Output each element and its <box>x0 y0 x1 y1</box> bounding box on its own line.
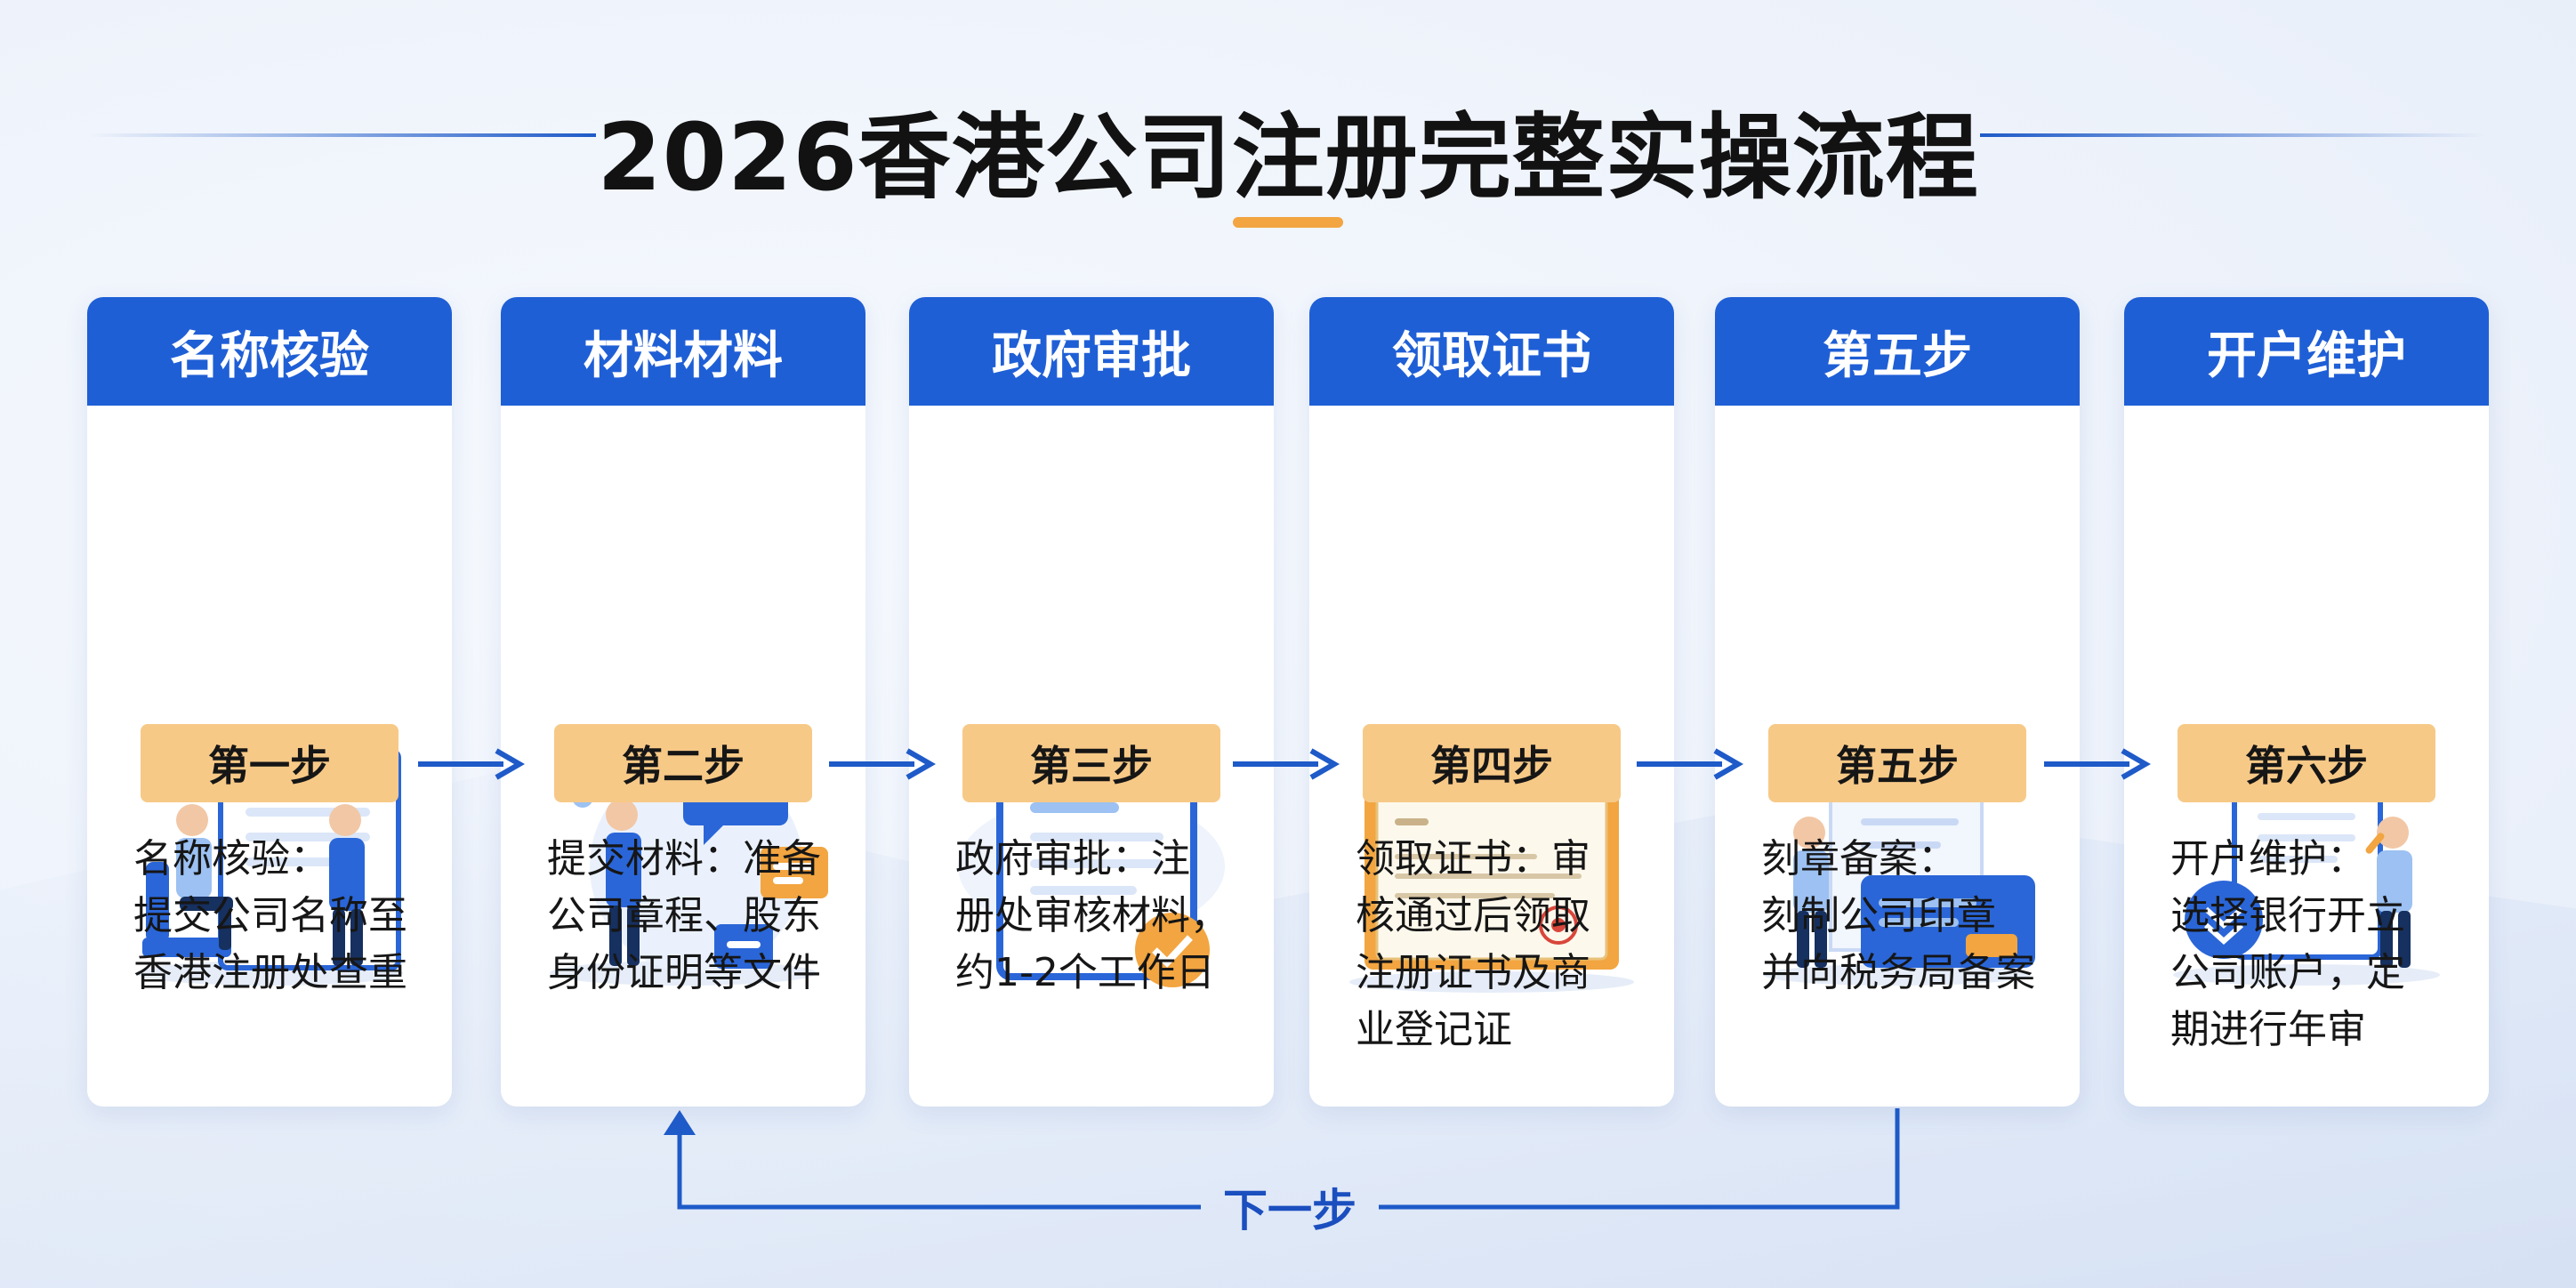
page-title: 2026香港公司注册完整实操流程 <box>597 103 1979 212</box>
step-card-3: 政府审批 第三步 政府审批：注 册处审核材料， 约1-2个工作日 <box>909 297 1274 1107</box>
step-card-2: 材料材料 第二步 提交材料：准备 公司章程、股东 身份证明等文件 <box>501 297 865 1107</box>
step-description: 名称核验： 提交公司名称至 香港注册处查重 <box>133 836 407 995</box>
loop-label: 下一步 <box>1223 1185 1356 1236</box>
step-description: 政府审批：注 册处审核材料， 约1-2个工作日 <box>955 836 1229 995</box>
step-badge: 第六步 <box>2178 724 2435 802</box>
step-badge: 第二步 <box>554 724 812 802</box>
step-card-1: 名称核验 第一步 名称核验： 提交公司名称至 香港注册处查重 <box>87 297 452 1107</box>
step-card-5: 第五步 第五步 刻章备案： 刻制公司印章 并向税务局备案 <box>1715 297 2080 1107</box>
certificate-illustration <box>1309 422 1674 1009</box>
card-header: 政府审批 <box>909 297 1274 406</box>
title-underline <box>1233 217 1343 228</box>
arrow-right-icon <box>829 748 936 780</box>
title-rule-left <box>89 133 596 137</box>
clipboard-check-illustration <box>909 422 1274 1009</box>
card-header: 开户维护 <box>2124 297 2489 406</box>
step-card-4: 领取证书 第四步 领取证书：审 核通过后领取 注册证书及商 业登记证 <box>1309 297 1674 1107</box>
step-description: 刻章备案： 刻制公司印章 并向税务局备案 <box>1761 836 2035 995</box>
step-badge: 第三步 <box>962 724 1220 802</box>
card-header: 材料材料 <box>501 297 865 406</box>
title-rule-right <box>1980 133 2487 137</box>
step-badge: 第五步 <box>1768 724 2026 802</box>
step-description: 领取证书：审 核通过后领取 注册证书及商 业登记证 <box>1356 836 1590 1052</box>
card-header: 领取证书 <box>1309 297 1674 406</box>
step-badge: 第四步 <box>1363 724 1621 802</box>
card-header: 第五步 <box>1715 297 2080 406</box>
card-header: 名称核验 <box>87 297 452 406</box>
arrow-right-icon <box>2044 748 2151 780</box>
step-description: 开户维护： 选择银行开立 公司账户，定 期进行年审 <box>2170 836 2405 1052</box>
step-card-6: 开户维护 第六步 开户维护： 选择银行开立 公司账户，定 期进行年审 <box>2124 297 2489 1107</box>
arrow-right-icon <box>418 748 525 780</box>
step-description: 提交材料：准备 公司章程、股东 身份证明等文件 <box>547 836 821 995</box>
name-check-illustration <box>87 422 452 1009</box>
step-badge: 第一步 <box>141 724 398 802</box>
seal-filing-illustration <box>1715 422 2080 1009</box>
arrow-right-icon <box>1233 748 1340 780</box>
arrow-right-icon <box>1637 748 1743 780</box>
